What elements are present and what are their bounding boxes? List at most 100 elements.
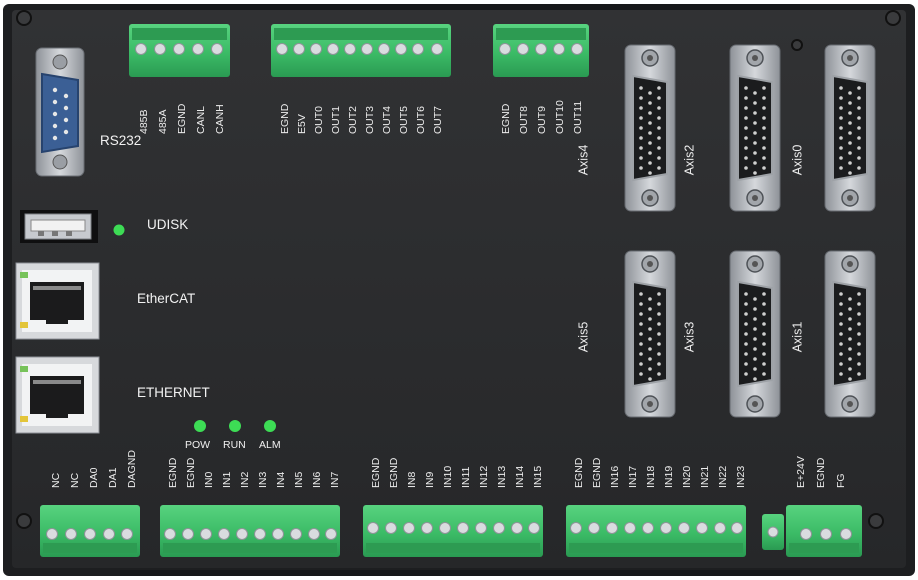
terminal-pin-label: IN1 bbox=[221, 471, 233, 488]
terminal-pin-label: EGND bbox=[185, 457, 197, 488]
rs232-connector[interactable] bbox=[35, 47, 85, 177]
axis-label-4: Axis4 bbox=[576, 144, 591, 176]
terminal-pin-label: IN23 bbox=[735, 465, 747, 488]
terminal-pin-label: OUT4 bbox=[380, 105, 393, 134]
ethernet-label: ETHERNET bbox=[137, 385, 210, 400]
terminal-pin-label: IN5 bbox=[293, 471, 305, 488]
axis-label-0: Axis0 bbox=[790, 144, 805, 176]
terminal-pin-label: OUT5 bbox=[397, 105, 410, 134]
terminal-pin-label: IN19 bbox=[663, 465, 675, 488]
axis-label-1: Axis1 bbox=[790, 321, 805, 353]
terminal-pin-label: EGND bbox=[500, 103, 512, 134]
led-label-run: RUN bbox=[223, 439, 246, 451]
db26-axis-connector[interactable] bbox=[624, 250, 676, 418]
terminal-pin-label: IN10 bbox=[442, 465, 454, 488]
terminal-pin-label: DAGND bbox=[125, 450, 138, 488]
db26-axis-connector[interactable] bbox=[824, 44, 876, 212]
udisk-label: UDISK bbox=[147, 217, 189, 232]
terminal-pin-label: IN22 bbox=[717, 465, 729, 488]
terminal-pin-label: DA0 bbox=[87, 467, 100, 488]
terminal-labels-outputs-0-7: EGND E5V OUT0 OUT1 OUT2 OUT3 OUT4 OUT5 OUT6 OUT7 bbox=[276, 80, 446, 146]
terminal-pin-label: NC bbox=[68, 472, 81, 488]
terminal-block-outputs-8-11[interactable] bbox=[493, 24, 589, 77]
terminal-pin-label: E5V bbox=[295, 114, 308, 134]
terminal-pin-label: OUT2 bbox=[346, 105, 359, 134]
ethercat-label: EtherCAT bbox=[137, 291, 196, 306]
terminal-pin-label: IN4 bbox=[275, 471, 287, 488]
db26-axis-connector[interactable] bbox=[824, 250, 876, 418]
led-label-alm: ALM bbox=[259, 439, 281, 451]
terminal-pin-label: OUT3 bbox=[363, 105, 376, 134]
terminal-pin-label: OUT9 bbox=[536, 105, 548, 134]
terminal-pin-label: IN6 bbox=[311, 471, 323, 488]
udisk-usb-port[interactable] bbox=[20, 210, 98, 243]
terminal-pin-label: IN3 bbox=[257, 471, 269, 488]
terminal-pin-label: 485A bbox=[156, 109, 169, 134]
terminal-pin-label: EGND bbox=[278, 103, 291, 134]
terminal-block-inputs-16-23[interactable] bbox=[566, 505, 746, 557]
terminal-pin-label: NC bbox=[49, 472, 62, 488]
terminal-pin-label: EGND bbox=[573, 457, 585, 488]
terminal-labels-analog: NC NC DA0 DA1 DAGND bbox=[46, 434, 141, 500]
terminal-pin-label: IN15 bbox=[532, 465, 544, 488]
terminal-pin-label: IN0 bbox=[203, 471, 215, 488]
axis-label-2: Axis2 bbox=[682, 144, 697, 176]
terminal-pin-label: IN11 bbox=[460, 466, 472, 488]
terminal-pin-label: CANL bbox=[194, 105, 207, 134]
rs232-label: RS232 bbox=[100, 133, 142, 148]
axis-label-5: Axis5 bbox=[576, 321, 591, 353]
terminal-pin-label: E+24V bbox=[795, 456, 807, 488]
terminal-pin-label: OUT11 bbox=[572, 100, 584, 134]
terminal-pin-label: IN8 bbox=[406, 471, 418, 488]
udisk-led bbox=[113, 224, 125, 236]
terminal-pin-label: EGND bbox=[815, 457, 827, 488]
terminal-labels-inputs-16-23: EGND EGND IN16 IN17 IN18 IN19 IN20 IN21 IN22 IN23 bbox=[570, 434, 750, 500]
led-label-pow: POW bbox=[185, 439, 211, 451]
terminal-pin-label: IN12 bbox=[478, 465, 490, 488]
terminal-pin-label: EGND bbox=[167, 457, 179, 488]
terminal-block-power[interactable] bbox=[762, 505, 862, 557]
terminal-pin-label: FG bbox=[835, 473, 847, 488]
terminal-pin-label: EGND bbox=[370, 457, 382, 488]
terminal-pin-label: IN21 bbox=[699, 465, 711, 488]
terminal-pin-label: IN14 bbox=[514, 465, 526, 488]
terminal-pin-label: IN9 bbox=[424, 471, 436, 488]
terminal-pin-label: IN20 bbox=[681, 465, 693, 488]
terminal-pin-label: CANH bbox=[213, 104, 226, 134]
axis-label-3: Axis3 bbox=[682, 321, 697, 353]
db26-axis-connector[interactable] bbox=[729, 44, 781, 212]
terminal-pin-label: IN16 bbox=[609, 465, 621, 488]
terminal-pin-label: IN13 bbox=[496, 465, 508, 488]
terminal-labels-outputs-8-11: EGND OUT8 OUT9 OUT10 OUT11 bbox=[497, 80, 587, 146]
terminal-pin-label: DA1 bbox=[106, 467, 119, 488]
terminal-block-inputs-8-15[interactable] bbox=[363, 505, 543, 557]
terminal-block-can-485[interactable] bbox=[129, 24, 230, 77]
terminal-pin-label: IN2 bbox=[239, 471, 251, 488]
terminal-labels-power: E+24V EGND FG bbox=[791, 434, 851, 500]
terminal-pin-label: EGND bbox=[591, 457, 603, 488]
terminal-pin-label: EGND bbox=[388, 457, 400, 488]
terminal-pin-label: OUT0 bbox=[312, 105, 325, 134]
terminal-pin-label: OUT7 bbox=[431, 105, 444, 134]
terminal-pin-label: OUT1 bbox=[329, 105, 342, 134]
terminal-pin-label: IN18 bbox=[645, 465, 657, 488]
terminal-pin-label: OUT10 bbox=[554, 100, 566, 134]
db26-axis-connector[interactable] bbox=[729, 250, 781, 418]
terminal-block-inputs-0-7[interactable] bbox=[160, 505, 340, 557]
terminal-block-analog[interactable] bbox=[40, 505, 140, 557]
terminal-pin-label: OUT6 bbox=[414, 105, 427, 134]
terminal-pin-label: 485B bbox=[137, 109, 150, 134]
terminal-labels-inputs-8-15: EGND EGND IN8 IN9 IN10 IN11 IN12 IN13 IN14 IN15 bbox=[367, 434, 547, 500]
screw-icon bbox=[16, 10, 901, 529]
ethercat-port[interactable] bbox=[15, 262, 100, 340]
ethernet-port[interactable] bbox=[15, 356, 100, 434]
status-leds bbox=[194, 420, 276, 432]
terminal-pin-label: OUT8 bbox=[518, 105, 530, 134]
terminal-block-outputs-0-7[interactable] bbox=[271, 24, 451, 77]
db26-axis-connector[interactable] bbox=[624, 44, 676, 212]
axis-connectors[interactable] bbox=[624, 44, 876, 418]
terminal-pin-label: IN17 bbox=[627, 465, 639, 488]
